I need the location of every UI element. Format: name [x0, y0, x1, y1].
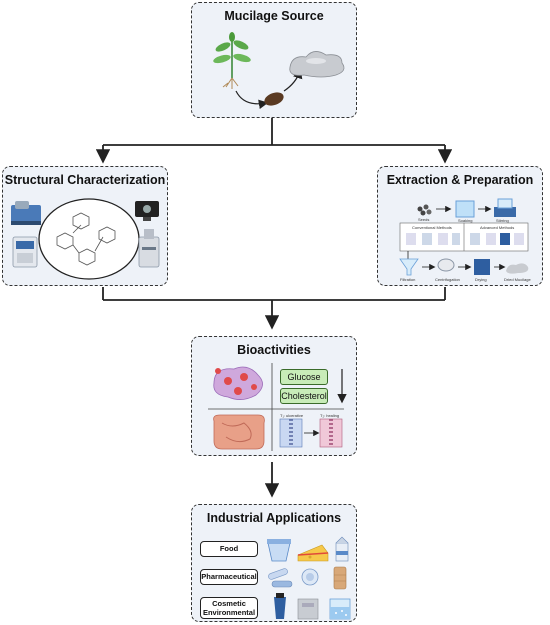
cosmetic-label: Cosmetic [212, 599, 246, 608]
dried-mucilage-icon [506, 263, 529, 274]
stirring-icon [494, 198, 516, 217]
dryer-icon [474, 259, 490, 275]
instrument-icon [138, 229, 160, 268]
structural-panel: Structural Characterization [2, 166, 168, 286]
mucilage-source-title: Mucilage Source [224, 9, 324, 23]
cosmetic-environmental-label: Cosmetic Environmental [200, 597, 258, 619]
spectrometer-icon [11, 201, 41, 225]
extraction-title: Extraction & Preparation [386, 173, 534, 187]
intestine-icon [213, 414, 265, 450]
structural-illustration [11, 198, 160, 280]
pharmaceutical-label: Pharmaceutical [200, 569, 258, 585]
industrial-title: Industrial Applications [206, 511, 342, 525]
environmental-label: Environmental [202, 608, 256, 617]
cream-tube-icon [274, 593, 286, 619]
gut-label-ulcerative: T₁: ulcerative [280, 413, 304, 418]
microscope-icon [135, 201, 159, 221]
label-soaking: Soaking [458, 218, 473, 223]
capsules-icon [268, 568, 293, 588]
bioactivities-panel: Bioactivities Glucose Cholesterol T₁: ul… [191, 336, 357, 456]
label-filtration: Filtration [400, 277, 416, 282]
food-label: Food [200, 541, 258, 557]
bandage-icon [333, 566, 347, 590]
industrial-panel: Industrial Applications Food Pharmaceuti… [191, 504, 357, 622]
mucilage-source-panel: Mucilage Source [191, 2, 357, 118]
label-conventional-methods: Conventional Methods [412, 225, 452, 230]
seed-icon [264, 92, 284, 106]
label-advanced-methods: Advanced Methods [480, 225, 515, 230]
extraction-panel: Extraction & Preparation Seeds Soaking S… [377, 166, 543, 286]
plant-icon [213, 32, 251, 89]
industrial-illustration [267, 536, 351, 620]
glucose-marker: Glucose [280, 369, 328, 385]
powder-bag-icon [297, 598, 319, 620]
structural-title: Structural Characterization [4, 173, 166, 187]
centrifuge-icon [437, 258, 455, 272]
label-centrifugation: Centrifugation [435, 277, 460, 282]
molecule-circle-icon [38, 198, 140, 280]
yogurt-cup-icon [267, 539, 291, 562]
extraction-illustration [399, 198, 529, 276]
cheese-icon [297, 544, 329, 562]
label-drying: Drying [475, 277, 487, 282]
cancer-cell-icon [213, 366, 263, 400]
soaking-icon [455, 200, 475, 218]
mucilage-gel-icon [289, 51, 345, 78]
tablet-icon [301, 568, 319, 586]
bioactivities-illustration [208, 363, 347, 451]
label-seeds: Seeds [418, 217, 430, 222]
mucilage-illustration [213, 32, 345, 110]
filtration-icon [399, 258, 419, 276]
method-devices-icon [406, 233, 524, 245]
bioactivities-title: Bioactivities [237, 343, 311, 357]
label-dried-mucilage: Dried Mucilage [504, 277, 531, 282]
cholesterol-marker: Cholesterol [280, 388, 328, 404]
gut-barrier-icon [279, 418, 343, 448]
gut-label-healing: T₂: healing [320, 413, 340, 418]
analyzer-icon [12, 236, 38, 268]
milk-carton-icon [335, 536, 349, 562]
label-stirring: Stirring [496, 218, 509, 223]
seeds-icon [417, 204, 432, 216]
water-beaker-icon [329, 598, 351, 620]
